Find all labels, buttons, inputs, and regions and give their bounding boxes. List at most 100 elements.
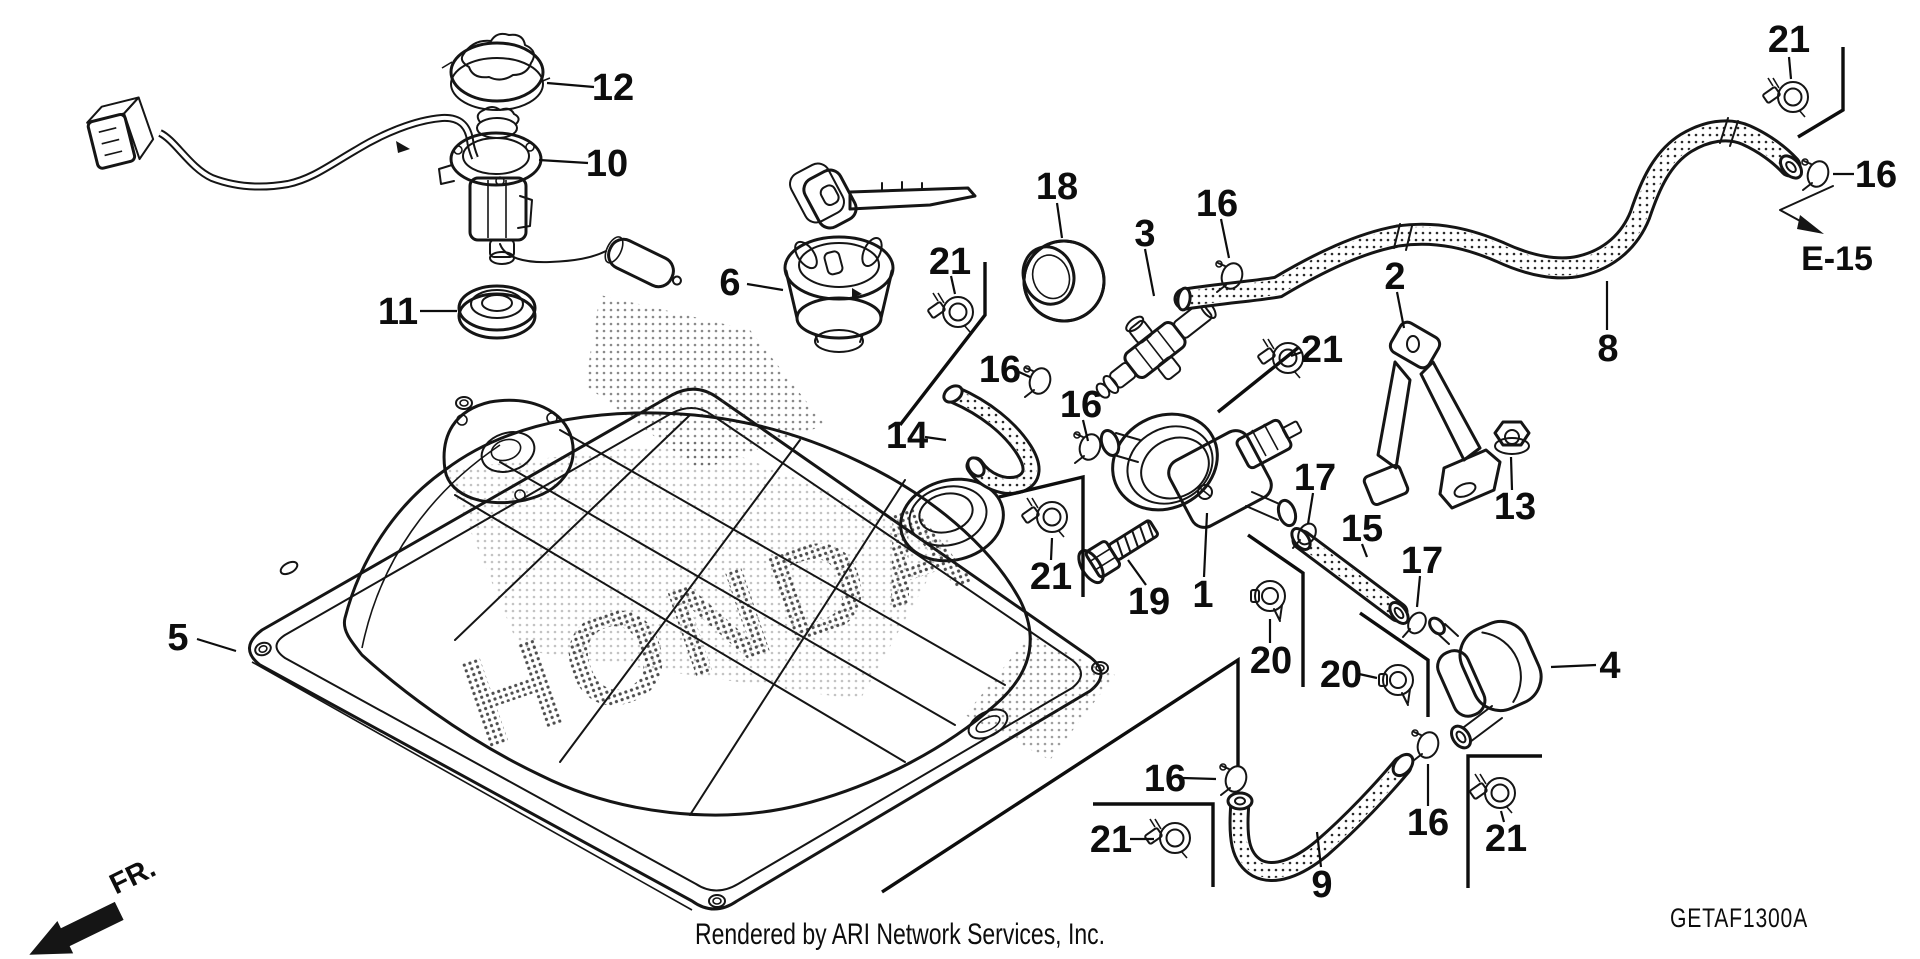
valve-assembly-drawing: [1099, 412, 1303, 529]
callout-leader-10-1: [538, 158, 589, 165]
nut-drawing: [1493, 420, 1531, 455]
callout-leader-19-21: [1127, 559, 1147, 586]
hose-clamp-icon: [1761, 77, 1809, 118]
group-bracket-6: [1093, 802, 1215, 887]
group-bracket-4: [1359, 611, 1430, 717]
callout-leader-21-11: [1787, 56, 1793, 80]
callout-leader-16-13: [1018, 370, 1031, 379]
group-bracket-2: [998, 474, 1085, 597]
tube-clamp-icon: [1250, 580, 1286, 622]
group-bracket-7: [1466, 754, 1542, 888]
group-bracket-8: [1797, 47, 1845, 139]
wire-harness-drawing: [86, 96, 479, 191]
hose-clamp-icon: [1256, 338, 1304, 379]
hose-14-drawing: [942, 384, 1041, 495]
callout-leader-13-16: [1509, 456, 1514, 491]
front-direction-arrow: FR.: [29, 852, 161, 955]
part-callout-21-11[interactable]: 21: [1768, 19, 1810, 61]
footer-credit: Rendered by ARI Network Services, Inc.: [695, 918, 1105, 951]
callout-leader-3-6: [1143, 248, 1156, 297]
part-callout-16-28[interactable]: 16: [1407, 802, 1449, 844]
tube-clip-icon: [1219, 762, 1251, 796]
part-callout-14-14[interactable]: 14: [886, 415, 928, 457]
part-callout-10-1[interactable]: 10: [586, 143, 628, 185]
hose-clamp-icon: [926, 292, 974, 333]
callout-leader-20-24: [1358, 672, 1378, 680]
part-callout-21-29[interactable]: 21: [1090, 819, 1132, 861]
part-callout-16-12[interactable]: 16: [1855, 154, 1897, 196]
part-callout-15-18[interactable]: 15: [1341, 508, 1383, 550]
group-bracket-5: [881, 656, 1240, 894]
part-callout-21-9[interactable]: 21: [1301, 329, 1343, 371]
hose-clamp-icon: [1020, 497, 1068, 538]
part-callout-5-26[interactable]: 5: [167, 617, 188, 659]
engine-ref-label[interactable]: E-15: [1801, 240, 1873, 278]
callout-leader-17-17: [1306, 492, 1315, 525]
fuel-filter-drawing: [1428, 616, 1543, 750]
callout-leader-17-19: [1415, 575, 1422, 608]
group-bracket-9: [1216, 345, 1301, 414]
callout-leader-21-4: [949, 275, 957, 295]
tube-clip-icon: [1023, 364, 1055, 398]
part-callout-1-22[interactable]: 1: [1192, 574, 1213, 616]
part-callout-11-2[interactable]: 11: [378, 291, 418, 333]
part-callout-17-17[interactable]: 17: [1294, 457, 1336, 499]
part-callout-9-30[interactable]: 9: [1311, 864, 1332, 906]
part-callout-20-24[interactable]: 20: [1320, 654, 1362, 696]
part-callout-13-16[interactable]: 13: [1494, 486, 1536, 528]
fuel-cap-drawing: [783, 235, 895, 353]
part-callout-12-0[interactable]: 12: [592, 67, 634, 109]
callout-leader-9-30: [1315, 831, 1323, 868]
group-bracket-3: [1247, 533, 1305, 687]
fuel-pump-drawing: [438, 106, 682, 289]
hose-8-drawing: [1173, 117, 1804, 312]
part-callout-19-21[interactable]: 19: [1128, 581, 1170, 623]
callout-leader-16-7: [1219, 218, 1231, 259]
callout-leader-15-18: [1360, 543, 1369, 558]
callout-leader-21-9: [1290, 350, 1303, 358]
bracket-drawing: [1362, 320, 1502, 510]
callout-leader-1-22: [1202, 512, 1209, 578]
tube-clip-icon: [1801, 157, 1833, 191]
callout-leader-14-14: [924, 435, 947, 442]
hose-15-drawing: [1290, 527, 1410, 625]
filter-element-drawing: [1021, 239, 1106, 323]
filler-neck-drawing: [899, 477, 1005, 563]
callout-leader-2-8: [1395, 291, 1406, 329]
part-callout-17-19[interactable]: 17: [1401, 540, 1443, 582]
pump-boss-drawing: [442, 398, 575, 505]
part-callout-2-8[interactable]: 2: [1384, 256, 1405, 298]
part-callout-16-27[interactable]: 16: [1144, 758, 1186, 800]
tube-clip-icon: [1411, 728, 1443, 762]
callout-leader-16-27: [1182, 776, 1217, 781]
callout-leader-21-31: [1499, 810, 1506, 823]
part-callout-18-5[interactable]: 18: [1036, 166, 1078, 208]
tube-clip-icon: [1073, 430, 1105, 464]
part-callout-21-20[interactable]: 21: [1030, 556, 1072, 598]
key-drawing: [789, 162, 977, 230]
gasket-drawing: [457, 284, 537, 340]
part-callout-16-7[interactable]: 16: [1196, 183, 1238, 225]
retainer-drawing: [441, 32, 551, 111]
engine-ref-arrow: [1779, 185, 1834, 234]
part-callout-16-13[interactable]: 16: [979, 349, 1021, 391]
part-callout-21-31[interactable]: 21: [1485, 818, 1527, 860]
part-callout-20-23[interactable]: 20: [1250, 640, 1292, 682]
part-callout-8-10[interactable]: 8: [1597, 328, 1618, 370]
connector-drawing: [86, 96, 155, 170]
part-callout-3-6[interactable]: 3: [1134, 213, 1155, 255]
part-callout-4-25[interactable]: 4: [1599, 645, 1620, 687]
part-callout-6-3[interactable]: 6: [719, 262, 740, 304]
callout-leader-12-0: [546, 81, 595, 89]
hose-clamp-icon: [1468, 773, 1516, 814]
part-callout-21-4[interactable]: 21: [929, 241, 971, 283]
callout-leader-16-15: [1081, 419, 1090, 442]
callout-leader-21-20: [1049, 537, 1054, 561]
joint-drawing: [1095, 298, 1217, 399]
tube-clamp-icon: [1378, 664, 1414, 706]
group-brackets: [881, 47, 1845, 894]
hose-9-drawing: [1226, 752, 1415, 882]
part-callout-16-15[interactable]: 16: [1060, 384, 1102, 426]
